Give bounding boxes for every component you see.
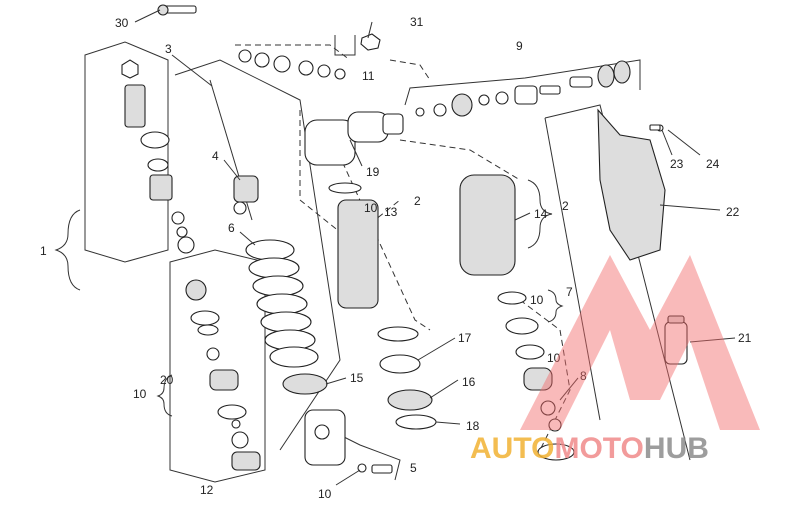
part-label-10-d: 10 <box>133 387 147 401</box>
spring-coils <box>245 239 319 368</box>
part-label-10-b: 10 <box>530 293 544 307</box>
part-label-2-a: 2 <box>414 194 421 208</box>
part-label-10-e: 10 <box>318 487 332 501</box>
leader-lines <box>134 9 736 486</box>
part-label-4: 4 <box>212 149 219 163</box>
part-label-17: 17 <box>458 331 472 345</box>
part-label-3: 3 <box>165 42 172 56</box>
watermark: AUTOMOTOHUB <box>470 255 760 465</box>
watermark-text-auto: AUTO <box>470 432 554 465</box>
watermark-text-hub: HUB <box>644 432 709 465</box>
part-label-15: 15 <box>350 371 364 385</box>
part-label-31: 31 <box>410 15 424 29</box>
part-label-5: 5 <box>410 461 417 475</box>
part-label-10-c: 10 <box>547 351 561 365</box>
part-label-16: 16 <box>462 375 476 389</box>
part-label-23: 23 <box>670 157 684 171</box>
part-label-11: 11 <box>362 69 375 83</box>
part-label-6: 6 <box>228 221 235 235</box>
part-label-20: 20 <box>160 373 174 387</box>
watermark-logo-icon <box>520 255 760 430</box>
part-label-12: 12 <box>200 483 214 497</box>
part-label-24: 24 <box>706 157 720 171</box>
part-label-9: 9 <box>516 39 523 53</box>
part-label-7: 7 <box>566 285 573 299</box>
group-outlines <box>84 35 691 483</box>
brackets <box>54 179 564 417</box>
part-label-21: 21 <box>738 331 752 345</box>
part-label-14: 14 <box>534 207 548 221</box>
watermark-text-moto: MOTO <box>554 432 643 465</box>
part-label-22: 22 <box>726 205 740 219</box>
part-labels: 30 3 31 9 11 4 19 23 24 22 1 6 10 13 2 1… <box>40 15 752 501</box>
part-label-30: 30 <box>115 16 129 30</box>
part-label-1: 1 <box>40 244 47 258</box>
part-label-10-a: 10 <box>364 201 378 215</box>
svg-text:AUTOMOTOHUB: AUTOMOTOHUB <box>470 432 709 465</box>
part-label-13: 13 <box>384 205 398 219</box>
part-label-2-b: 2 <box>562 199 569 213</box>
part-label-19: 19 <box>366 165 380 179</box>
part-label-8: 8 <box>580 369 587 383</box>
part-label-18: 18 <box>466 419 480 433</box>
parts <box>121 4 688 474</box>
